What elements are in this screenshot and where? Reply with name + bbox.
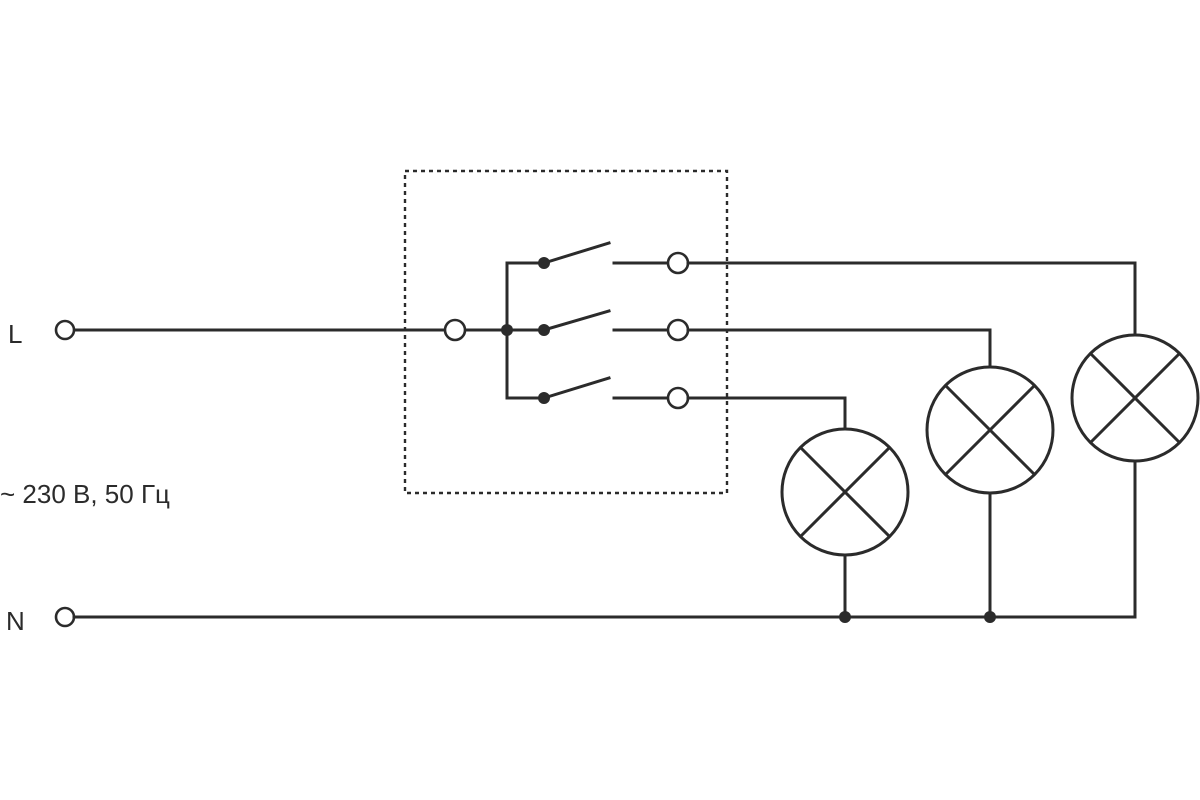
lamp-1 <box>780 427 910 557</box>
output-terminal-1 <box>666 251 690 275</box>
neutral-conductor <box>72 459 1137 619</box>
line-label: L <box>8 319 22 349</box>
neutral-label: N <box>6 606 25 636</box>
neutral-junction-2 <box>984 611 996 623</box>
lamp-2 <box>925 365 1055 495</box>
line-terminal <box>54 319 76 341</box>
output-terminal-2 <box>666 318 690 342</box>
lamp-3 <box>1070 333 1200 463</box>
lamp-feed-wires <box>686 261 1137 431</box>
bus-junction <box>501 324 513 336</box>
output-terminal-3 <box>666 386 690 410</box>
neutral-junction-1 <box>839 611 851 623</box>
switch-housing <box>403 169 729 495</box>
switch-input-terminal <box>443 318 467 342</box>
supply-label: ~ 230 В, 50 Гц <box>0 479 170 509</box>
neutral-terminal <box>54 606 76 628</box>
line-conductor <box>72 261 546 400</box>
switch-blades <box>542 241 670 400</box>
